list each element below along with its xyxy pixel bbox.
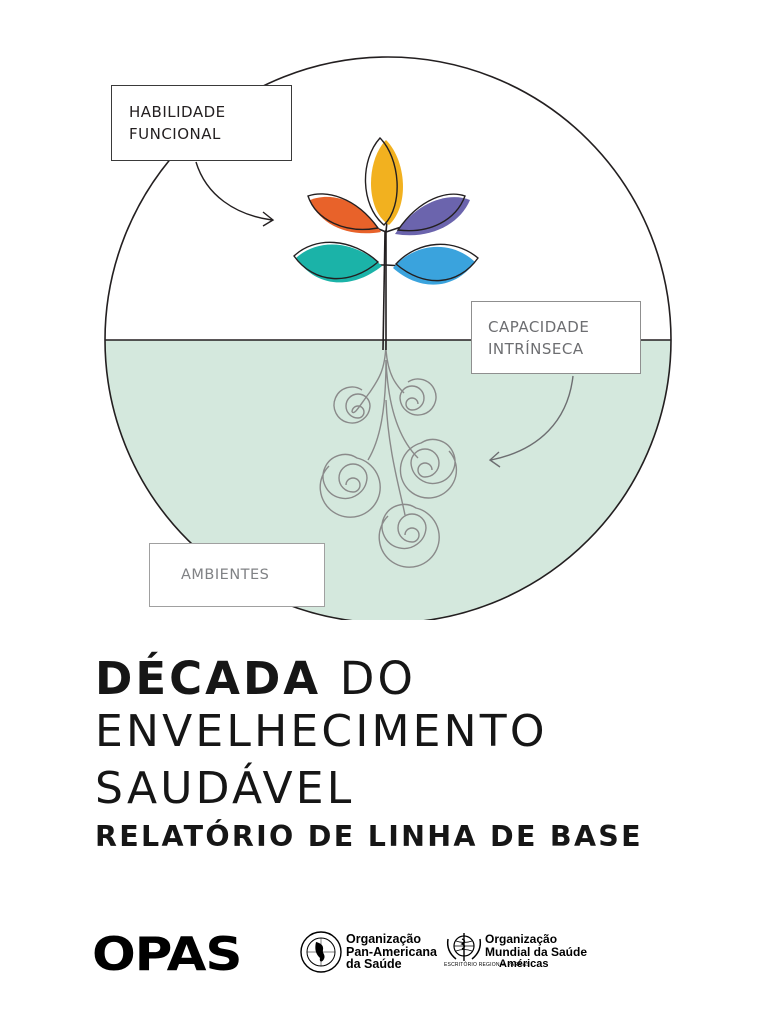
label-habilidade-funcional: HABILIDADE FUNCIONAL: [111, 85, 292, 161]
leaf-purple-outline: [396, 193, 466, 232]
plant-leaves: [293, 136, 479, 285]
label-capacidade-intrinseca: CAPACIDADE INTRÍNSECA: [471, 301, 641, 374]
label-ambientes: AMBIENTES: [149, 543, 325, 607]
paho-name: Organização Pan-Americana da Saúde: [346, 933, 437, 971]
roots: [319, 339, 458, 568]
paho-emblem-icon: [300, 931, 342, 973]
leaf-blue-outline: [394, 243, 479, 282]
leaf-orange-outline: [307, 193, 380, 230]
root-spiral: [319, 453, 381, 518]
title-line-1: DÉCADA DO: [95, 650, 416, 708]
logo-bar: OPAS Organização Pan-Americana da Saúde …: [92, 925, 592, 985]
opas-logo: OPAS: [92, 927, 242, 981]
subtitle: RELATÓRIO DE LINHA DE BASE: [95, 820, 643, 853]
paho-name-line: da Saúde: [346, 957, 402, 971]
leaf-yellow: [370, 140, 403, 225]
root-spiral: [378, 503, 440, 568]
who-regional-office-text: ESCRITÓRIO REGIONAL PARA AS: [444, 962, 530, 968]
title-line-3: SAUDÁVEL: [95, 763, 355, 814]
arrow-to-roots: [488, 375, 574, 468]
leaf-blue: [393, 246, 475, 285]
who-name-line: Mundial da Saúde: [485, 944, 588, 959]
who-emblem-icon: [446, 933, 482, 961]
paho-name-line: Organização: [346, 932, 422, 946]
title-bold: DÉCADA: [95, 652, 322, 705]
who-name-line: Organização: [485, 932, 558, 946]
label-line: INTRÍNSECA: [488, 339, 584, 358]
leaf-teal: [296, 244, 382, 283]
paho-name-line: Pan-Americana: [346, 944, 438, 959]
leaf-yellow-outline: [364, 136, 398, 226]
root-spiral: [399, 378, 437, 416]
leaf-purple: [395, 197, 470, 236]
label-line: FUNCIONAL: [129, 125, 221, 143]
who-name: Organização Mundial da Saúde: [485, 933, 587, 958]
title-light: DO: [339, 652, 416, 705]
label-line: HABILIDADE: [129, 103, 226, 121]
arrow-to-leaves: [195, 161, 275, 227]
root-spiral: [333, 386, 371, 424]
root-spiral: [399, 438, 458, 499]
leaf-teal-outline: [293, 241, 380, 280]
title-line-2: ENVELHECIMENTO: [95, 706, 548, 757]
label-line: CAPACIDADE: [488, 317, 590, 336]
label-line: AMBIENTES: [181, 567, 270, 583]
who-region: Américas: [499, 958, 549, 970]
leaf-orange: [310, 196, 381, 234]
